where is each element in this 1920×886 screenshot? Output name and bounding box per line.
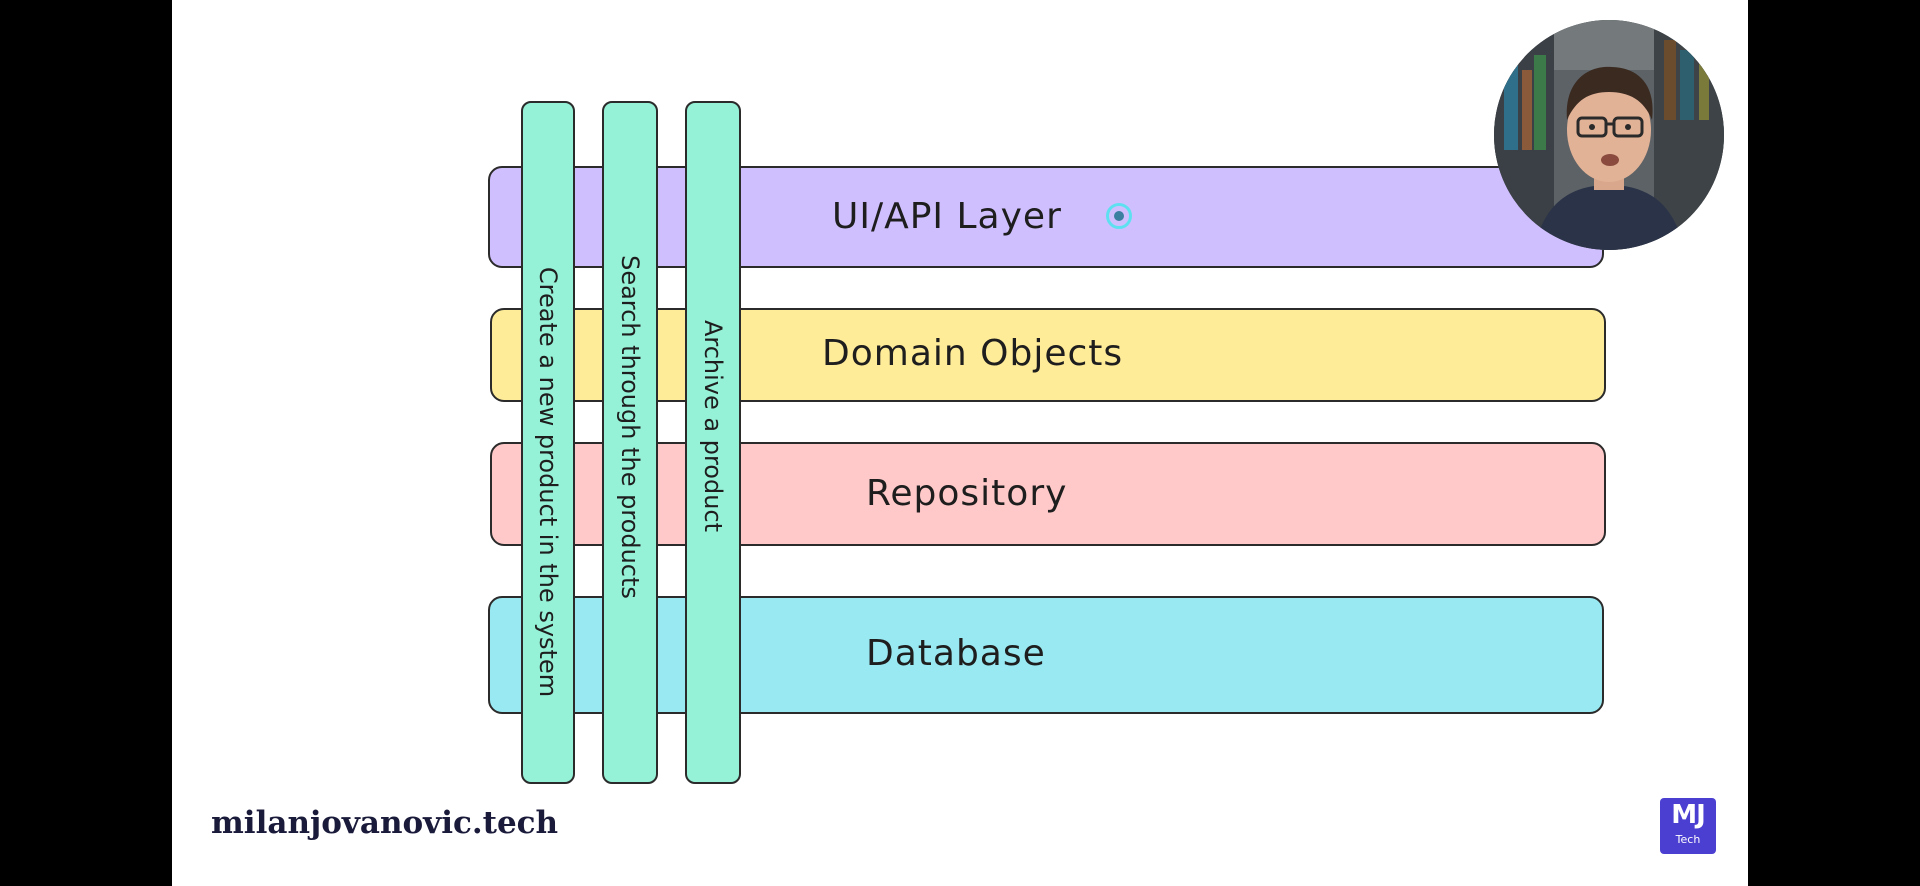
brand-logo-mark: MJ: [1671, 800, 1706, 830]
feature-slice-archive-product: [685, 101, 741, 784]
layer-ui-api: [488, 166, 1604, 268]
pointer-highlight-icon: [1106, 203, 1132, 229]
site-url: milanjovanovic.tech: [211, 805, 559, 841]
slide: UI/API Layer Domain Objects Repository D…: [172, 0, 1748, 886]
feature-slice-search-products: [602, 101, 658, 784]
feature-slice-create-product: [521, 101, 575, 784]
layer-label-database: Database: [866, 633, 1046, 674]
feature-label-search-products: Search through the products: [616, 255, 644, 599]
layer-domain-objects: [490, 308, 1606, 402]
brand-logo: MJ Tech: [1660, 798, 1716, 854]
layer-label-repository: Repository: [866, 473, 1068, 514]
layer-repository: [490, 442, 1606, 546]
feature-label-archive-product: Archive a product: [699, 319, 727, 533]
feature-label-create-product: Create a new product in the system: [534, 266, 562, 698]
layer-label-ui-api: UI/API Layer: [832, 196, 1062, 237]
brand-logo-subtitle: Tech: [1675, 833, 1701, 846]
presenter-webcam: [1494, 20, 1724, 250]
layer-label-domain-objects: Domain Objects: [822, 333, 1124, 374]
presenter-avatar-icon: [1494, 20, 1724, 250]
layer-database: [488, 596, 1604, 714]
